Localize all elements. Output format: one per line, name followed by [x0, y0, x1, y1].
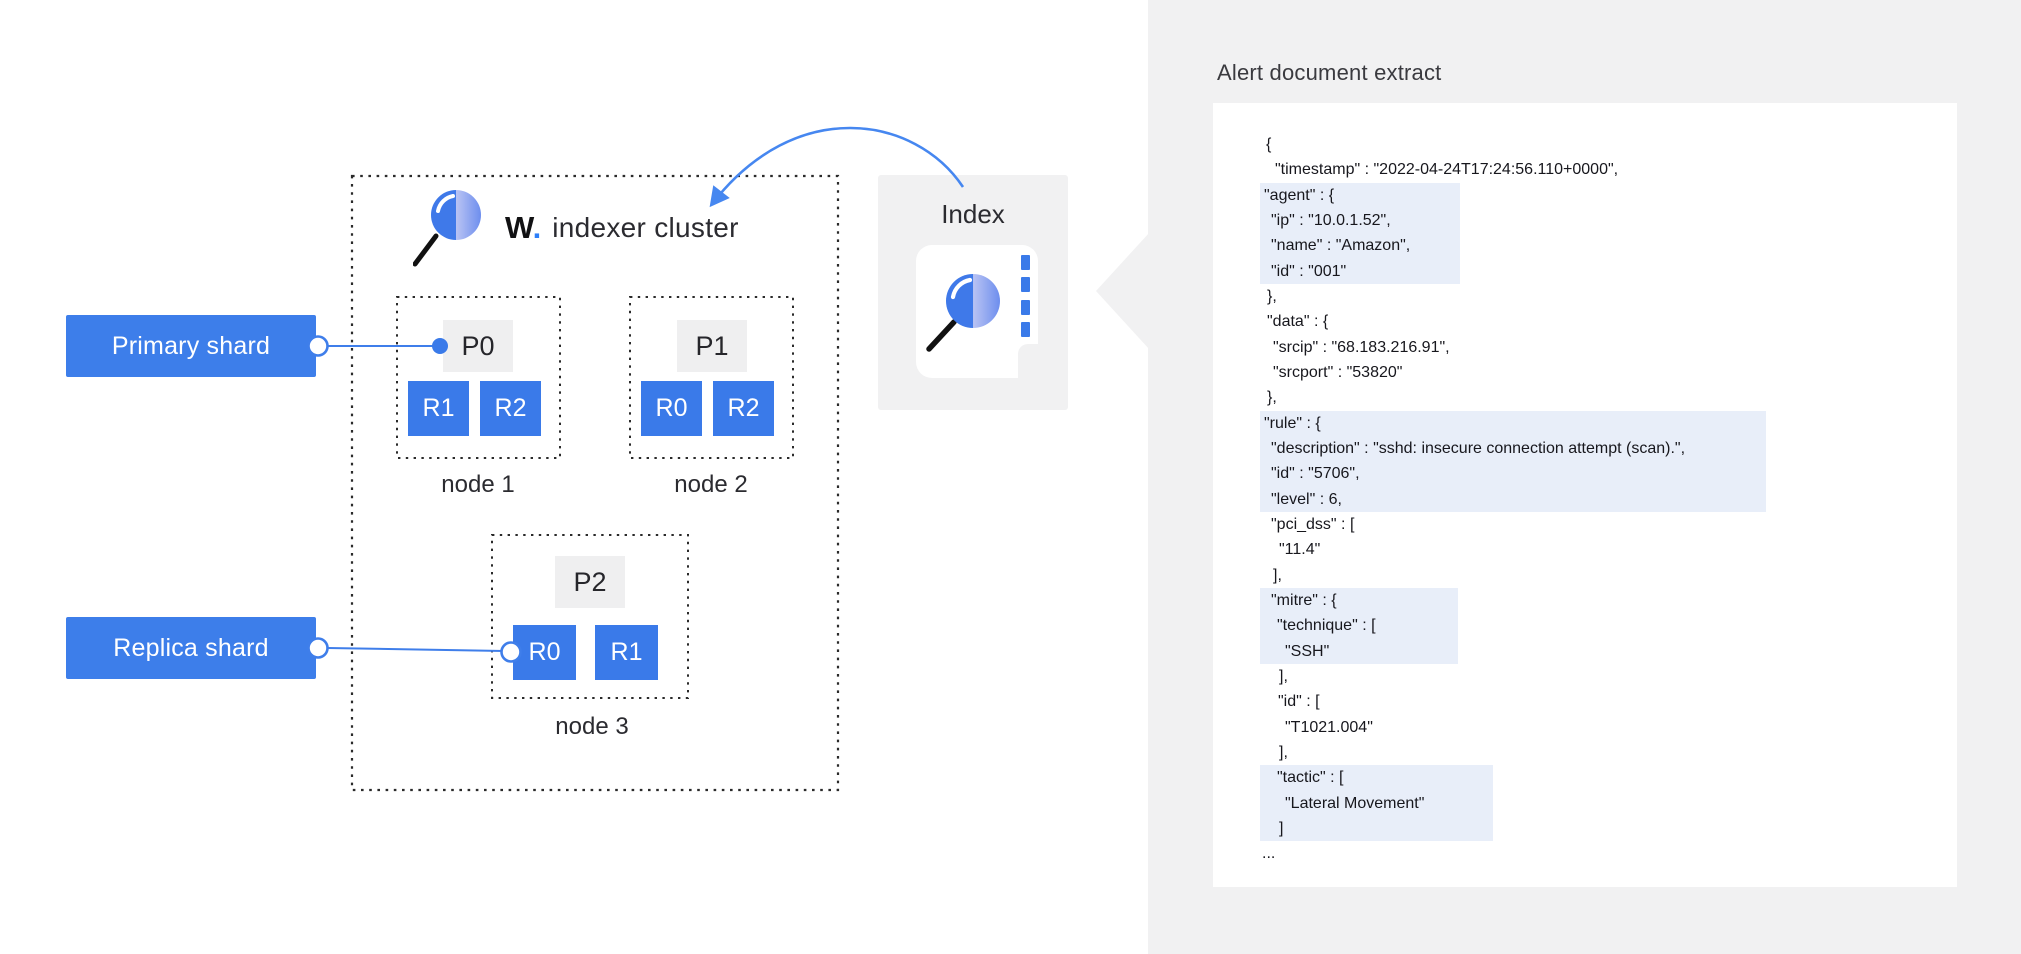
json-line: "Lateral Movement" — [1260, 790, 1493, 816]
json-line: "id" : "5706", — [1260, 461, 1766, 487]
replica-shard-r0-node3: R0 — [513, 625, 576, 680]
replica-connector-line — [327, 647, 505, 652]
brand-dot: . — [532, 210, 542, 245]
json-line: "timestamp" : "2022-04-24T17:24:56.110+0… — [1275, 161, 1619, 179]
json-line: ], — [1273, 566, 1282, 584]
primary-shard-p0: P0 — [443, 320, 513, 372]
json-line: "T1021.004" — [1285, 718, 1373, 736]
json-line: }, — [1267, 389, 1277, 407]
json-line: "technique" : [ — [1260, 613, 1458, 639]
json-line: "description" : "sshd: insecure connecti… — [1260, 435, 1766, 462]
replica-shard-r2-node2: R2 — [713, 381, 774, 436]
node2-label: node 2 — [674, 471, 748, 498]
json-line: "rule" : { — [1260, 410, 1766, 436]
panel-title: Alert document extract — [1217, 60, 1442, 85]
json-line: "tactic" : [ — [1260, 765, 1493, 791]
json-line: "agent" : { — [1260, 182, 1460, 208]
dash-icon — [1021, 300, 1030, 315]
replica-shard-r1-node1: R1 — [408, 381, 469, 436]
json-line: ], — [1279, 667, 1288, 685]
json-line: "data" : { — [1267, 313, 1329, 331]
primary-shard-p2: P2 — [555, 556, 625, 608]
legend-replica-shard: Replica shard — [66, 617, 316, 679]
json-line: "id" : [ — [1278, 693, 1320, 711]
document-icon — [916, 245, 1038, 378]
replica-shard-r2-node1: R2 — [480, 381, 541, 436]
alert-document-card: {"timestamp" : "2022-04-24T17:24:56.110+… — [1213, 103, 1957, 887]
json-line: "srcip" : "68.183.216.91", — [1273, 338, 1450, 356]
magnifier-icon — [413, 190, 481, 267]
magnifier-icon — [926, 274, 1000, 352]
panel-notch — [1096, 233, 1149, 349]
json-line: "SSH" — [1260, 638, 1458, 664]
index-label: Index — [941, 199, 1005, 229]
json-line: ] — [1260, 815, 1493, 842]
primary-shard-p1: P1 — [677, 320, 747, 372]
alert-json-code: {"timestamp" : "2022-04-24T17:24:56.110+… — [1260, 132, 1940, 867]
dash-icon — [1021, 322, 1030, 337]
legend-primary-shard: Primary shard — [66, 315, 316, 377]
json-line: }, — [1267, 287, 1277, 305]
json-line: "level" : 6, — [1260, 486, 1766, 512]
json-line: "name" : "Amazon", — [1260, 233, 1460, 259]
json-line: ], — [1279, 743, 1288, 761]
replica-shard-r0-node2: R0 — [641, 381, 702, 436]
document-notch — [1018, 344, 1038, 378]
brand-mark: W. — [505, 210, 542, 245]
dash-icon — [1021, 255, 1030, 270]
node1-label: node 1 — [441, 471, 515, 498]
cluster-header: W. indexer cluster — [413, 186, 739, 270]
json-line: ... — [1262, 845, 1276, 863]
index-card: Index — [878, 175, 1068, 410]
json-line: "id" : "001" — [1260, 258, 1460, 284]
json-line: "srcport" : "53820" — [1273, 363, 1403, 381]
dash-icon — [1021, 277, 1030, 292]
cluster-title: indexer cluster — [552, 212, 739, 243]
json-line: { — [1266, 136, 1272, 153]
replica-shard-r1-node3: R1 — [595, 625, 658, 680]
json-line: "pci_dss" : [ — [1271, 515, 1355, 533]
json-line: "11.4" — [1279, 541, 1321, 559]
node3-label: node 3 — [555, 713, 629, 740]
json-line: "ip" : "10.0.1.52", — [1260, 207, 1460, 234]
json-line: "mitre" : { — [1260, 587, 1458, 614]
